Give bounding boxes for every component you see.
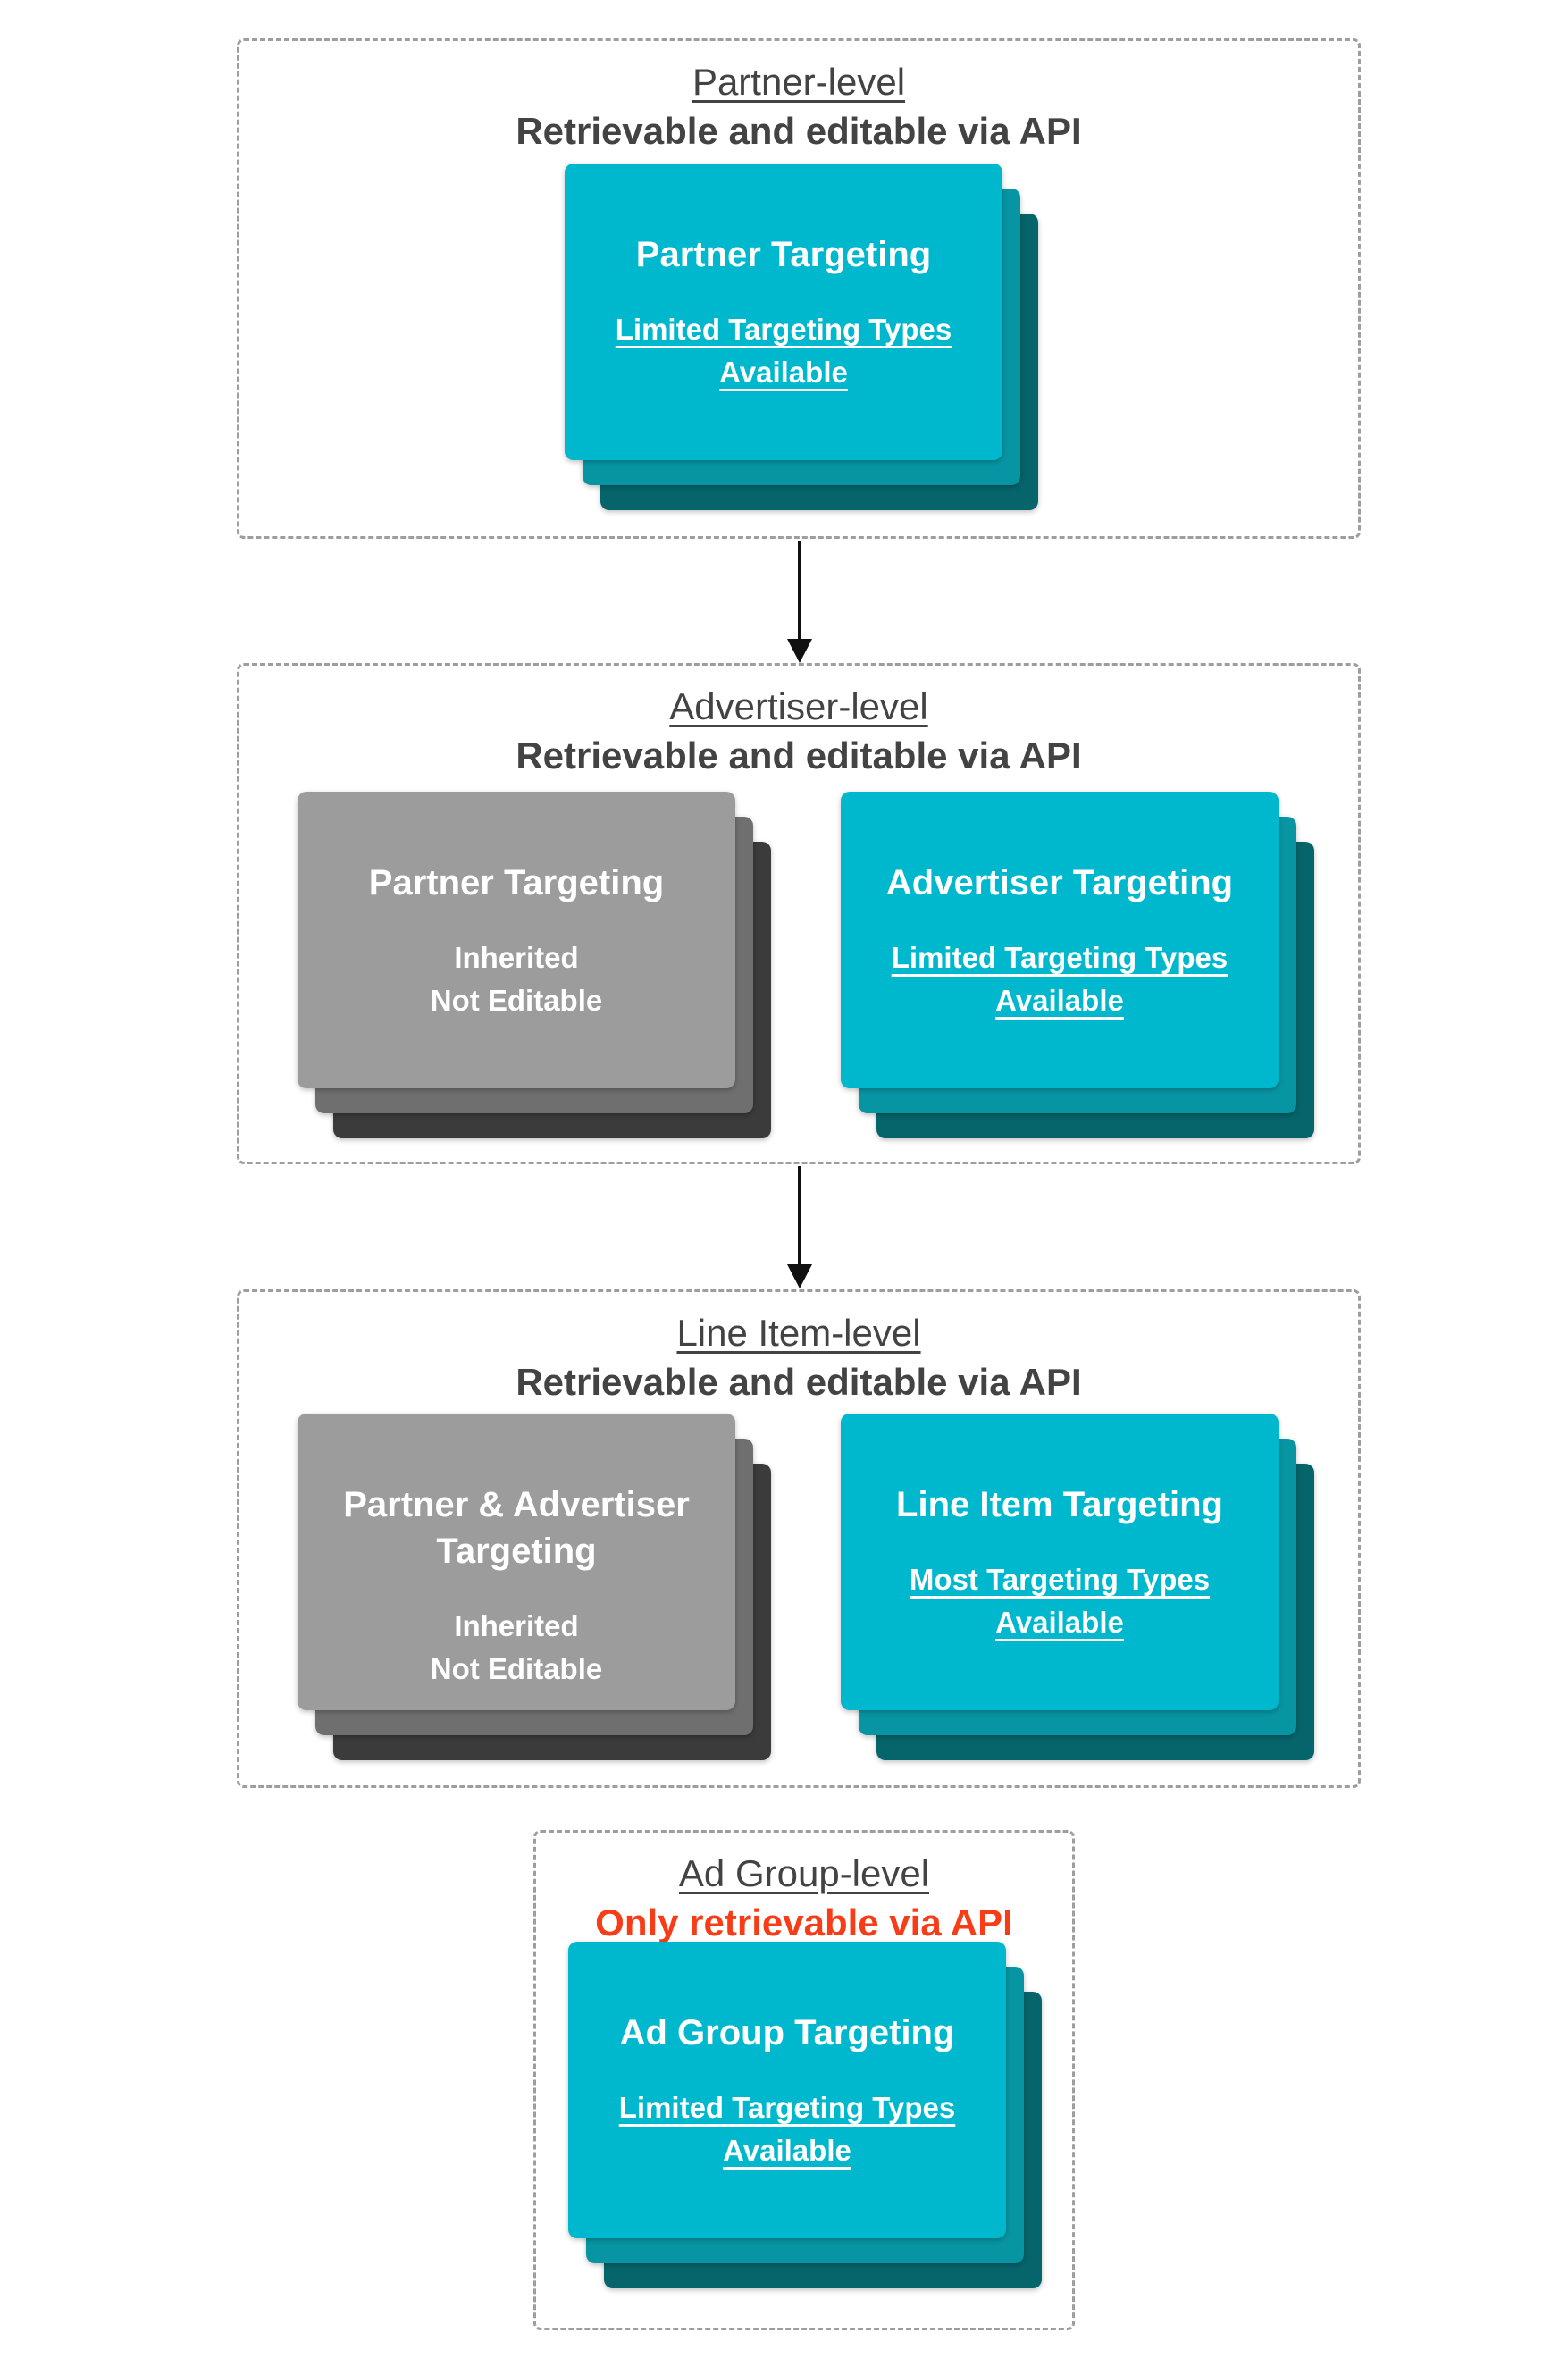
card-stack-line-item-targeting: Line Item Targeting Most Targeting Types… [841,1414,1314,1760]
card-partner-targeting: Partner Targeting Limited Targeting Type… [565,164,1002,460]
arrow-down-icon [786,1166,813,1290]
section-subtitle: Retrievable and editable via API [516,110,1082,152]
section-title: Advertiser-level [669,685,928,727]
card-subtitle: Most Targeting Types Available [909,1563,1211,1639]
card-ad-group-targeting: Ad Group Targeting Limited Targeting Typ… [568,1942,1006,2238]
card-subtitle: Inherited Not Editable [431,936,603,1022]
card-subtitle: Inherited Not Editable [431,1605,603,1691]
card-subtitle-line: Not Editable [430,1652,603,1685]
card-stack-partner-targeting: Partner Targeting Limited Targeting Type… [565,164,1038,510]
card-partner-advertiser-targeting-inherited: Partner & Advertiser Targeting Inherited… [298,1414,735,1710]
card-subtitle-line: Inherited [454,1609,579,1642]
section-header: Ad Group-level Only retrievable via API [536,1849,1072,1947]
card-title: Partner & Advertiser Targeting [343,1485,690,1571]
card-subtitle: Limited Targeting Types Available [618,2091,956,2167]
card-title: Ad Group Targeting [619,2013,955,2052]
section-subtitle: Retrievable and editable via API [516,734,1082,776]
section-subtitle: Retrievable and editable via API [516,1361,1082,1403]
card-partner-targeting-inherited: Partner Targeting Inherited Not Editable [298,792,735,1088]
section-header: Line Item-level Retrievable and editable… [239,1308,1358,1406]
card-subtitle-line: Not Editable [430,984,603,1017]
card-stack-advertiser-targeting: Advertiser Targeting Limited Targeting T… [841,792,1314,1138]
section-title: Line Item-level [676,1312,921,1354]
card-title: Advertiser Targeting [885,863,1234,902]
arrow-down-icon [786,541,813,665]
card-subtitle: Limited Targeting Types Available [615,313,952,389]
card-subtitle-line: Inherited [454,941,579,974]
arrow-shaft [798,1166,801,1266]
card-advertiser-targeting: Advertiser Targeting Limited Targeting T… [841,792,1279,1088]
card-title: Partner Targeting [368,863,665,902]
section-title: Partner-level [692,61,906,103]
arrow-head [787,1264,812,1288]
card-title: Partner Targeting [635,235,932,274]
card-title: Line Item Targeting [896,1485,1223,1524]
card-stack-ad-group-targeting: Ad Group Targeting Limited Targeting Typ… [568,1942,1042,2288]
arrow-shaft [798,541,801,641]
section-title: Ad Group-level [678,1852,930,1894]
section-header: Partner-level Retrievable and editable v… [239,57,1358,155]
card-stack-inherited-partner-advertiser-targeting: Partner & Advertiser Targeting Inherited… [298,1414,771,1760]
card-line-item-targeting: Line Item Targeting Most Targeting Types… [841,1414,1279,1710]
arrow-head [787,639,812,663]
section-subtitle: Only retrievable via API [595,1901,1013,1943]
card-stack-inherited-partner-targeting: Partner Targeting Inherited Not Editable [298,792,771,1138]
section-header: Advertiser-level Retrievable and editabl… [239,682,1358,780]
card-subtitle: Limited Targeting Types Available [891,941,1228,1017]
